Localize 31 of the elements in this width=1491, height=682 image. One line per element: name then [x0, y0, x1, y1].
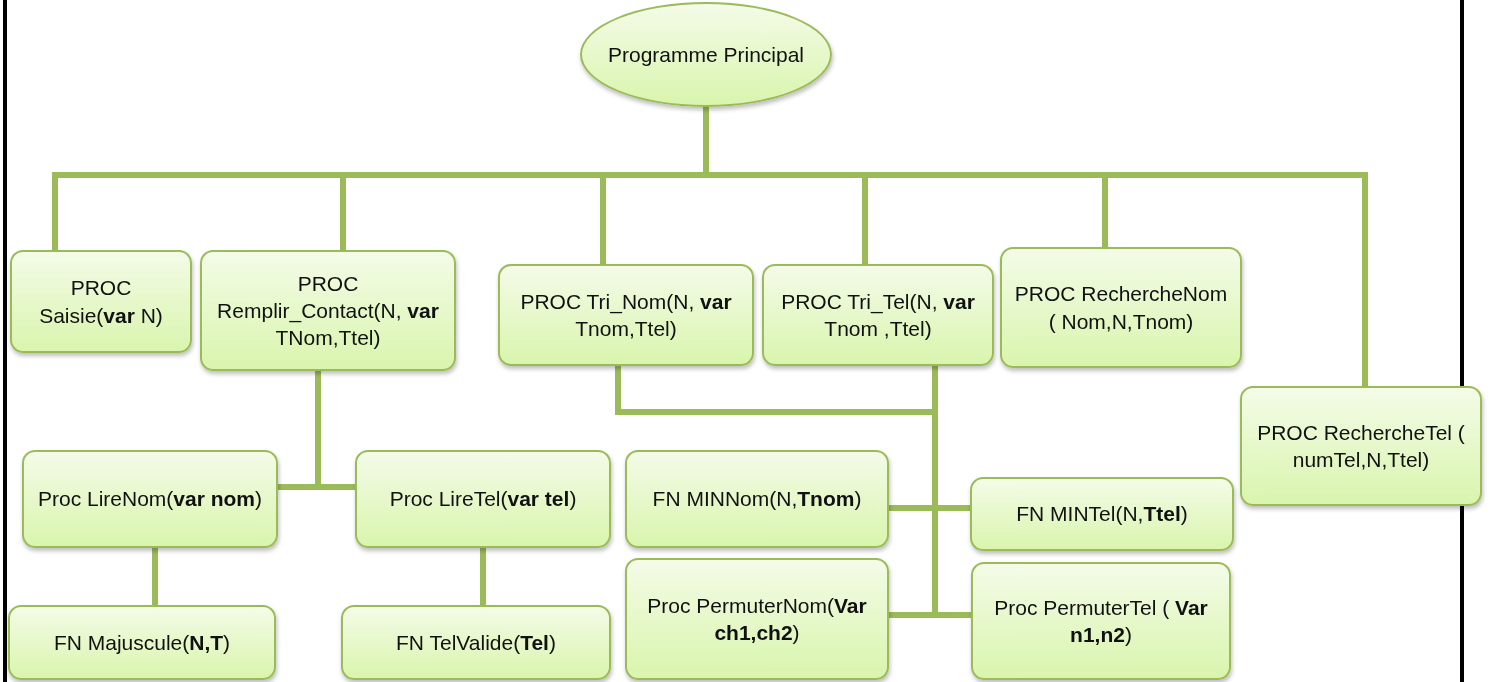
- node-label: FN Majuscule(N,T): [53, 629, 231, 656]
- procedure-box: [498, 264, 754, 366]
- procedure-box: [625, 450, 889, 548]
- procedure-box: [762, 264, 994, 366]
- node-label: Programme Principal: [607, 41, 805, 68]
- procedure-box: [8, 605, 276, 680]
- node-label: PROC RechercheNom ( Nom,N,Tnom): [1013, 281, 1229, 335]
- procedure-box: [10, 250, 192, 353]
- node-label: Proc LireNom(var nom): [37, 486, 263, 513]
- node-label: Proc PermuterTel ( Var n1,n2): [993, 594, 1209, 648]
- connector-line: [152, 575, 158, 608]
- node-label: PROC Tri_Nom(N, var Tnom,Ttel): [519, 288, 733, 342]
- node-label: PROC Saisie(var N): [38, 275, 164, 329]
- node-label: PROC Remplir_Contact(N, var TNom,Ttel): [216, 270, 440, 352]
- procedure-box: [22, 450, 278, 548]
- node-label: Proc LireTel(var tel): [389, 486, 577, 513]
- node-label: Proc PermuterNom(Var ch1,ch2): [646, 592, 868, 646]
- procedure-box: [341, 605, 611, 680]
- procedure-box: [1240, 386, 1482, 506]
- node-label: FN TelValide(Tel): [396, 629, 556, 656]
- procedure-box: [355, 450, 611, 548]
- procedure-box: [1000, 247, 1242, 368]
- node-label: FN MINNom(N,Tnom): [652, 486, 862, 513]
- procedure-box: [970, 477, 1234, 551]
- node-label: FN MINTel(N,Ttel): [1016, 501, 1188, 528]
- procedure-box: [625, 558, 889, 680]
- procedure-box: [971, 562, 1231, 680]
- procedure-box: [200, 250, 456, 371]
- node-label: PROC Tri_Tel(N, var Tnom ,Ttel): [780, 288, 976, 342]
- node-label: PROC RechercheTel ( numTel,N,Ttel): [1256, 419, 1466, 473]
- connector-line: [480, 575, 486, 608]
